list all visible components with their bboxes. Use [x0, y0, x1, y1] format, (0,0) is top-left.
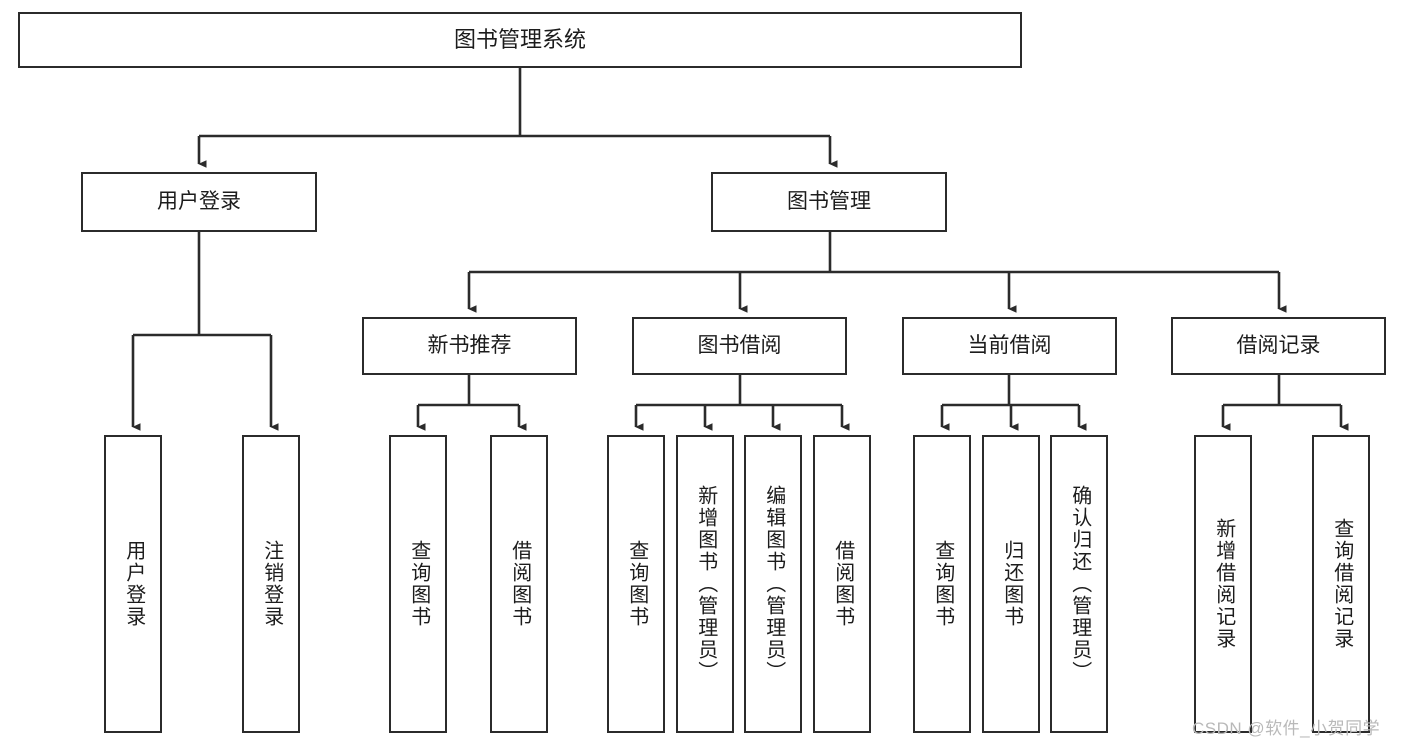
node-user-login-label: 用户登录 [157, 189, 241, 213]
node-leaf-add-book-label: 新增图书（管理员） [694, 485, 717, 683]
node-book-borrow-label: 图书借阅 [697, 333, 782, 357]
node-book-manage-label: 图书管理 [787, 189, 871, 213]
node-leaf-return-book[interactable]: 归还图书 [982, 435, 1040, 733]
node-leaf-edit-book-label: 编辑图书（管理员） [762, 485, 785, 683]
node-leaf-query-record-label: 查询借阅记录 [1330, 518, 1353, 650]
node-leaf-logout-login-label: 注销登录 [260, 540, 283, 628]
watermark-text: CSDN @软件_小贺同学 [1192, 719, 1381, 738]
node-current-borrow[interactable]: 当前借阅 [902, 317, 1117, 375]
node-leaf-add-record[interactable]: 新增借阅记录 [1194, 435, 1252, 733]
node-leaf-query-book-2-label: 查询图书 [625, 540, 648, 628]
node-book-borrow[interactable]: 图书借阅 [632, 317, 847, 375]
node-leaf-add-record-label: 新增借阅记录 [1212, 518, 1235, 650]
node-leaf-query-book-3[interactable]: 查询图书 [913, 435, 971, 733]
node-borrow-record-label: 借阅记录 [1236, 333, 1321, 357]
node-leaf-borrow-book-2-label: 借阅图书 [831, 540, 854, 628]
node-book-manage[interactable]: 图书管理 [711, 172, 947, 232]
node-leaf-query-book-1[interactable]: 查询图书 [389, 435, 447, 733]
node-leaf-add-book[interactable]: 新增图书（管理员） [676, 435, 734, 733]
node-leaf-user-login-label: 用户登录 [122, 540, 145, 628]
node-leaf-query-book-2[interactable]: 查询图书 [607, 435, 665, 733]
node-root[interactable]: 图书管理系统 [18, 12, 1022, 68]
node-current-borrow-label: 当前借阅 [967, 333, 1052, 357]
node-leaf-confirm-return-label: 确认归还（管理员） [1068, 485, 1091, 683]
node-leaf-logout-login[interactable]: 注销登录 [242, 435, 300, 733]
node-borrow-record[interactable]: 借阅记录 [1171, 317, 1386, 375]
node-leaf-query-record[interactable]: 查询借阅记录 [1312, 435, 1370, 733]
node-new-book-recommend-label: 新书推荐 [427, 333, 512, 357]
node-leaf-query-book-3-label: 查询图书 [931, 540, 954, 628]
node-leaf-return-book-label: 归还图书 [1000, 540, 1023, 628]
node-leaf-borrow-book-1[interactable]: 借阅图书 [490, 435, 548, 733]
node-leaf-edit-book[interactable]: 编辑图书（管理员） [744, 435, 802, 733]
node-leaf-borrow-book-2[interactable]: 借阅图书 [813, 435, 871, 733]
node-leaf-confirm-return[interactable]: 确认归还（管理员） [1050, 435, 1108, 733]
node-user-login[interactable]: 用户登录 [81, 172, 317, 232]
node-leaf-query-book-1-label: 查询图书 [407, 540, 430, 628]
node-new-book-recommend[interactable]: 新书推荐 [362, 317, 577, 375]
node-leaf-borrow-book-1-label: 借阅图书 [508, 540, 531, 628]
node-root-label: 图书管理系统 [453, 27, 586, 53]
node-leaf-user-login[interactable]: 用户登录 [104, 435, 162, 733]
